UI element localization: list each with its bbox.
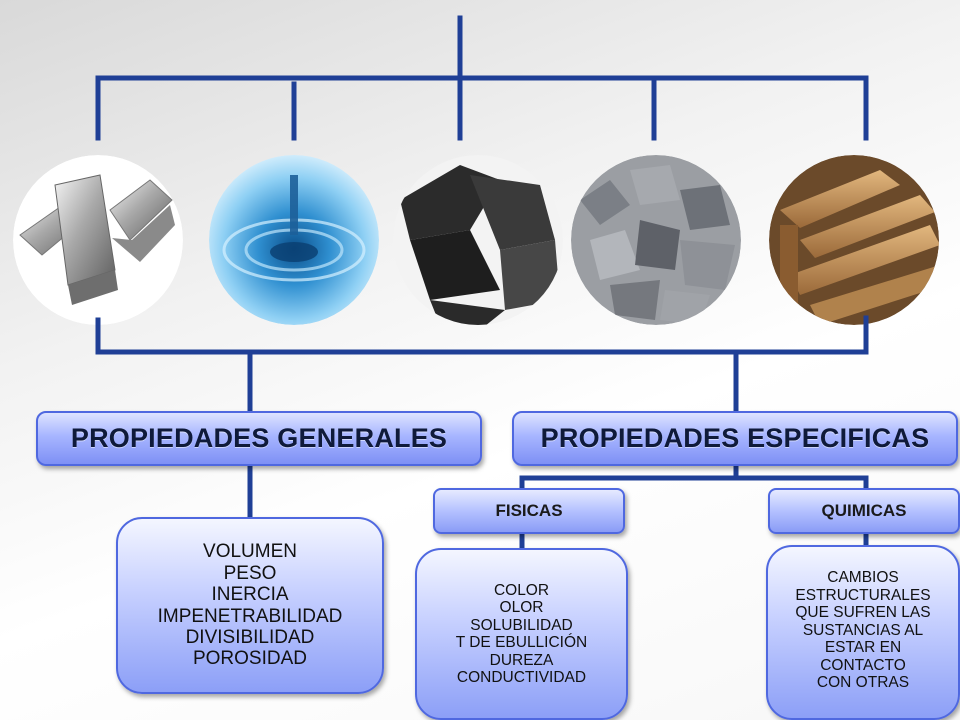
- specific-properties-title: PROPIEDADES ESPECIFICAS: [540, 423, 930, 453]
- physical-properties-list: COLOR OLOR SOLUBILIDAD T DE EBULLICIÓN D…: [415, 548, 628, 720]
- water-drop-image: [209, 155, 379, 325]
- chemical-properties-list: CAMBIOS ESTRUCTURALES QUE SUFREN LAS SUS…: [766, 545, 960, 720]
- general-item: IMPENETRABILIDAD: [157, 605, 343, 627]
- physical-item: T DE EBULLICIÓN: [455, 634, 588, 651]
- general-item: INERCIA: [211, 584, 289, 606]
- wood-planks-image: [769, 155, 939, 325]
- general-item: VOLUMEN: [203, 541, 297, 563]
- physical-item: SOLUBILIDAD: [470, 616, 573, 634]
- chemical-item: QUE SUFREN LAS: [795, 604, 931, 621]
- general-item: POROSIDAD: [192, 648, 308, 670]
- general-properties-title: PROPIEDADES GENERALES: [70, 423, 448, 453]
- general-properties-list: VOLUMEN PESO INERCIA IMPENETRABILIDAD DI…: [116, 517, 384, 694]
- physical-properties-title: FISICAS: [495, 501, 563, 520]
- chemical-properties-box: QUIMICAS: [768, 488, 960, 534]
- chemical-item: CONTACTO: [820, 656, 906, 674]
- bottom-connectors: [95, 315, 869, 551]
- physical-properties-box: FISICAS: [433, 488, 625, 534]
- chemical-item: SUSTANCIAS AL: [802, 621, 924, 639]
- charcoal-image: [393, 155, 563, 325]
- specific-properties-box: PROPIEDADES ESPECIFICAS: [512, 411, 958, 466]
- chemical-item: ESTAR EN: [824, 639, 902, 656]
- general-properties-box: PROPIEDADES GENERALES: [36, 411, 482, 466]
- physical-item: CONDUCTIVIDAD: [456, 669, 587, 686]
- chemical-properties-title: QUIMICAS: [821, 501, 907, 520]
- physical-item: DUREZA: [489, 651, 554, 669]
- metal-bars-image: [13, 155, 183, 325]
- physical-item: OLOR: [499, 599, 544, 616]
- top-connectors: [95, 15, 869, 141]
- general-item: PESO: [223, 562, 277, 584]
- chemical-item: CON OTRAS: [816, 674, 910, 691]
- gravel-stones-image: [571, 155, 741, 325]
- physical-item: COLOR: [493, 581, 550, 599]
- chemical-item: CAMBIOS: [827, 569, 899, 586]
- general-item: DIVISIBILIDAD: [185, 626, 315, 648]
- chemical-item: ESTRUCTURALES: [795, 586, 931, 604]
